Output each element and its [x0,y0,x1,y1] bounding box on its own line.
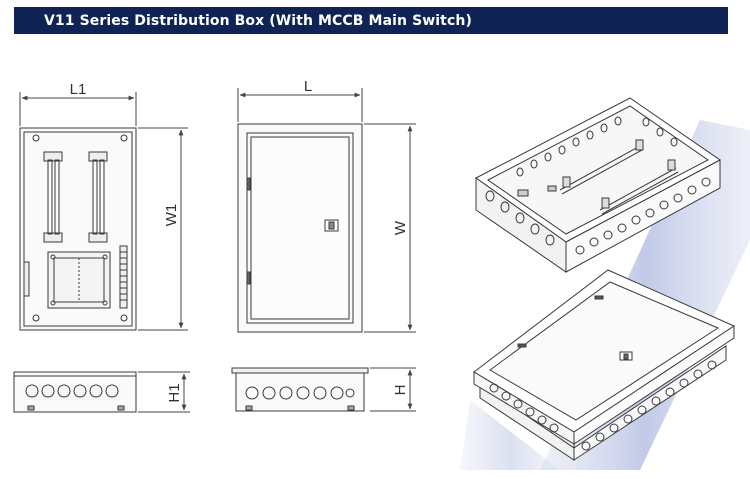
isometric-closed-box [473,269,736,461]
dimension-label-w: W [392,220,409,235]
dimension-label-l: L [304,78,312,95]
page-title: V11 Series Distribution Box (With MCCB M… [44,12,472,29]
side-view-closed [231,367,369,412]
front-view-open [19,127,137,331]
dimension-w [364,123,416,333]
dimension-l1 [19,92,137,126]
dimension-label-w1: W1 [163,204,180,227]
dimension-label-l1: L1 [70,81,87,98]
title-bar: V11 Series Distribution Box (With MCCB M… [14,7,728,34]
dimension-label-h: H [392,385,409,396]
front-view-closed [237,123,363,333]
dimension-label-h1: H1 [166,383,183,402]
dimension-w1 [138,127,188,331]
dimension-h [370,367,416,412]
isometric-open-box [475,97,721,273]
side-view-open [13,371,137,413]
dimension-h1 [138,371,190,413]
dimension-l [237,88,363,122]
